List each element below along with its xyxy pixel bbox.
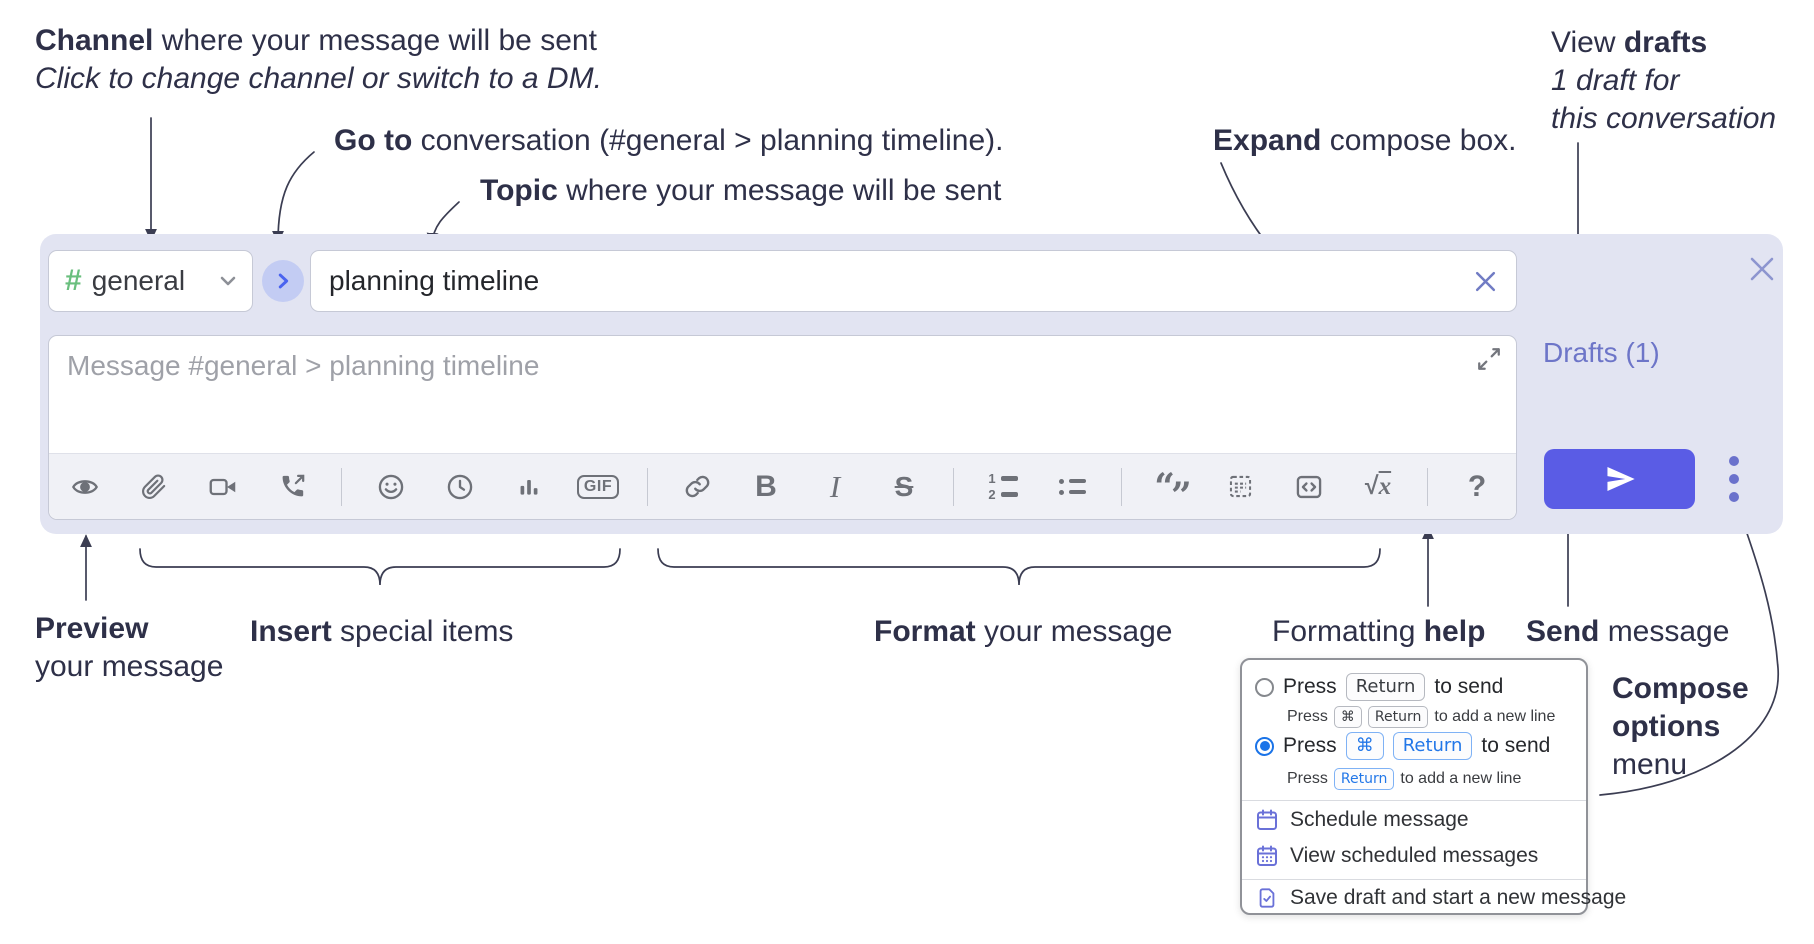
option-return-to-send[interactable]: Press Return to send (1255, 673, 1503, 701)
emoji-icon[interactable] (371, 467, 411, 507)
topic-input[interactable]: planning timeline (310, 250, 1517, 312)
calendar-dots-icon (1255, 844, 1279, 868)
popup-divider (1242, 800, 1586, 801)
message-placeholder: Message #general > planning timeline (67, 350, 540, 381)
return-keycap: Return (1345, 673, 1426, 701)
return-keycap: Return (1367, 706, 1429, 728)
chevron-down-icon (220, 276, 236, 286)
brace-insert (139, 548, 621, 586)
goto-conversation-button[interactable] (262, 260, 304, 302)
chevron-right-icon (278, 273, 289, 289)
toolbar-divider (1121, 467, 1122, 506)
format-annotation: Format your message (874, 615, 1173, 648)
cmd-keycap: ⌘ (1333, 706, 1362, 728)
schedule-time-icon[interactable] (440, 467, 480, 507)
topic-annotation: Topic where your message will be sent (480, 174, 1002, 207)
send-button[interactable] (1544, 449, 1695, 509)
attach-paperclip-icon[interactable] (134, 467, 174, 507)
radio-selected-icon[interactable] (1255, 736, 1274, 756)
gif-icon[interactable]: GIF (576, 467, 620, 507)
connector-goto (272, 151, 315, 244)
menu-item-save-draft[interactable]: Save draft and start a new message (1255, 886, 1626, 910)
bulleted-list-icon[interactable] (1052, 467, 1092, 507)
radio-unselected-icon[interactable] (1255, 677, 1274, 697)
bold-icon[interactable]: B (755, 469, 777, 503)
option-cmd-return-to-send[interactable]: Press ⌘ Return to send (1255, 732, 1550, 760)
toolbar-divider (953, 467, 954, 506)
quote-icon[interactable]: “” (1154, 465, 1191, 517)
math-icon[interactable]: √x (1364, 472, 1392, 500)
drafts-link[interactable]: Drafts (1) (1543, 337, 1660, 368)
goto-annotation: Go to conversation (#general > planning … (334, 124, 1004, 157)
expand-compose-icon[interactable] (1476, 346, 1502, 372)
insert-annotation: Insert special items (250, 615, 514, 648)
send-annotation: Send message (1526, 615, 1730, 648)
topic-value: planning timeline (329, 265, 540, 296)
channel-name: general (91, 265, 186, 296)
spoiler-icon[interactable] (1220, 467, 1260, 507)
formatting-help-annotation: Formatting help (1272, 615, 1486, 648)
code-icon[interactable] (1289, 467, 1329, 507)
return-keycap: Return (1392, 732, 1473, 760)
menu-item-view-scheduled[interactable]: View scheduled messages (1255, 844, 1538, 868)
video-call-icon[interactable] (203, 467, 243, 507)
preview-eye-icon[interactable] (65, 467, 105, 507)
poll-icon[interactable] (509, 467, 549, 507)
option-cmd-return-subtext: Press Return to add a new line (1287, 768, 1521, 790)
compose-toolbar: GIF B I S 1 2 (49, 453, 1516, 519)
numbered-list-icon[interactable]: 1 2 (983, 467, 1023, 507)
toolbar-divider (1427, 467, 1428, 506)
voice-call-icon[interactable] (272, 467, 312, 507)
channel-annotation-bold: Channel (35, 24, 154, 57)
send-plane-icon (1606, 467, 1635, 491)
compose-options-popup: Press Return to send Press ⌘ Return to a… (1240, 658, 1626, 915)
drafts-annotation: View drafts 1 draft for this conversatio… (1551, 26, 1777, 135)
expand-annotation: Expand compose box. (1213, 124, 1517, 157)
brace-format (657, 548, 1381, 586)
menu-item-schedule-message[interactable]: Schedule message (1255, 808, 1469, 832)
channel-annotation-rest: where your message will be sent (153, 24, 597, 57)
strikethrough-icon[interactable]: S (894, 470, 914, 502)
preview-annotation: Preview your message (35, 612, 224, 683)
channel-hash-icon: # (65, 264, 82, 297)
formatting-help-button[interactable]: ? (1467, 469, 1487, 503)
channel-selector[interactable]: # general (48, 250, 253, 312)
draft-document-icon (1255, 886, 1279, 910)
compose-options-menu-button[interactable] (1722, 453, 1746, 505)
italic-icon[interactable]: I (829, 468, 841, 504)
message-input[interactable]: Message #general > planning timeline (48, 335, 1517, 520)
channel-annotation-subtext: Click to change channel or switch to a D… (35, 62, 602, 95)
cmd-keycap: ⌘ (1345, 732, 1384, 760)
popup-divider (1242, 879, 1586, 880)
calendar-icon (1255, 808, 1279, 832)
return-keycap: Return (1333, 768, 1395, 790)
link-icon[interactable] (677, 467, 717, 507)
channel-annotation: Channel where your message will be sent … (35, 22, 602, 98)
toolbar-divider (341, 467, 342, 506)
clear-topic-icon[interactable] (1473, 269, 1498, 294)
compose-options-annotation: Compose options menu (1612, 672, 1749, 781)
vertical-dots-icon (1729, 456, 1739, 502)
option-return-subtext: Press ⌘ Return to add a new line (1287, 706, 1555, 728)
close-compose-icon[interactable] (1748, 255, 1776, 283)
toolbar-divider (647, 467, 648, 506)
